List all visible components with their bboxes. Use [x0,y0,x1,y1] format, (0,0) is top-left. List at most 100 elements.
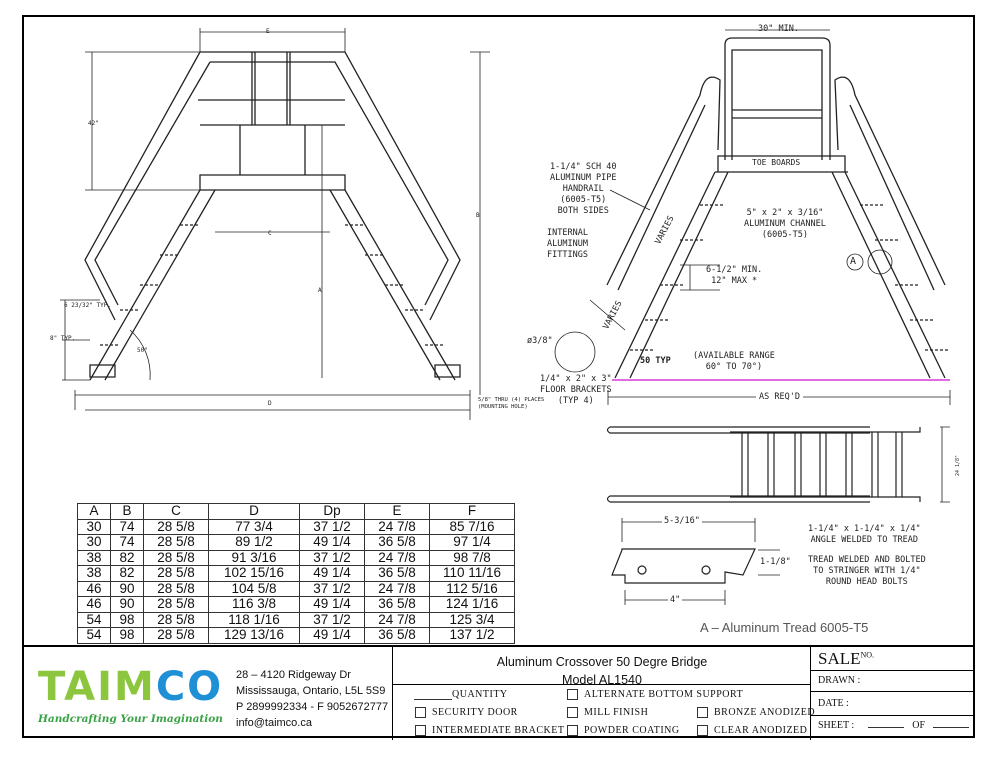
table-cell: 49 1/4 [299,596,365,613]
channel-label: 5" x 2" x 3/16"ALUMINUM CHANNEL(6005-T5) [744,208,826,241]
angle-note-line: ANGLE WELDED TO TREAD [810,535,919,545]
divider [810,691,975,692]
fittings-line: INTERNAL [547,228,588,238]
option-mill-finish[interactable]: MILL FINISH [567,707,648,718]
table-cell: 110 11/16 [429,565,515,582]
option-intermediate-bracket[interactable]: INTERMEDIATE BRACKET [415,725,565,736]
column-header: B [110,503,144,520]
table-cell: 102 15/16 [208,565,300,582]
hole-diameter-label: ø3/8" [527,336,553,346]
table-cell: 77 3/4 [208,518,300,535]
rail-height-label: 42" [88,120,99,127]
date-field[interactable]: DATE : [818,698,849,709]
table-cell: 28 5/8 [143,596,209,613]
table-cell: 24 7/8 [364,611,430,628]
table-cell: 124 1/16 [429,596,515,613]
table-cell: 89 1/2 [208,534,300,551]
option-security-door[interactable]: SECURITY DOOR [415,707,518,718]
checkbox[interactable] [697,707,708,718]
checkbox[interactable] [567,689,578,700]
table-cell: 54 [77,611,111,628]
checkbox[interactable] [415,707,426,718]
drawn-field[interactable]: DRAWN : [818,675,861,686]
sheet-field[interactable]: SHEET :OF [818,720,970,731]
address-line: 28 – 4120 Ridgeway Dr [236,669,351,681]
angle-note: 1-1/4" x 1-1/4" x 1/4"ANGLE WELDED TO TR… [808,524,921,546]
table-cell: 74 [110,534,144,551]
rise-line: 12" MAX * [711,276,758,286]
table-cell: 104 5/8 [208,580,300,597]
table-cell: 46 [77,580,111,597]
tread-detail-drawing [611,518,780,605]
plan-width-label: 24 1/8" [955,454,962,477]
option-label: BRONZE ANODIZED [714,707,816,718]
table-cell: 28 5/8 [143,518,209,535]
table-cell: 97 1/4 [429,534,515,551]
option-alternate-bottom-support[interactable]: ALTERNATE BOTTOM SUPPORT [567,689,743,700]
option-label: POWDER COATING [584,725,680,736]
drawing-title: Aluminum Crossover 50 Degre Bridge Model… [394,653,810,689]
option-powder-coating[interactable]: POWDER COATING [567,725,680,736]
toe-boards-label: TOE BOARDS [752,158,801,167]
checkbox[interactable] [567,707,578,718]
table-cell: 28 5/8 [143,534,209,551]
checkbox[interactable] [697,725,708,736]
range-line: (AVAILABLE RANGE [693,351,775,361]
range-line: 60° TO 70°) [705,362,763,372]
table-cell: 90 [110,580,144,597]
divider [810,647,811,740]
company-address: 28 – 4120 Ridgeway Dr Mississauga, Ontar… [236,667,388,731]
option-clear-anodized[interactable]: CLEAR ANODIZED [697,725,807,736]
table-cell: 30 [77,518,111,535]
drawing-frame [22,15,975,738]
table-cell: 28 5/8 [143,549,209,566]
option-label: MILL FINISH [584,707,649,718]
table-cell: 82 [110,565,144,582]
dim-d-label: D [268,400,272,407]
phone-line: P 2899992334 - F 9052672777 [236,701,389,713]
tread-depth-label: 6 23/32" TYP. [64,302,111,309]
table-cell: 98 7/8 [429,549,515,566]
sale-no-field: SALENO. [818,649,874,669]
option-label: INTERMEDIATE BRACKET [432,725,565,736]
checkbox[interactable] [567,725,578,736]
floor-brackets-label: 1/4" x 2" x 3"FLOOR BRACKETS(TYP 4) [540,374,612,407]
rise-label: 8" TYP. [50,335,76,342]
title-line: Aluminum Crossover 50 Degre Bridge [496,655,708,669]
checkbox[interactable] [415,725,426,736]
column-header: Dp [299,503,365,520]
bolt-note-line: ROUND HEAD BOLTS [825,577,908,587]
table-cell: 36 5/8 [364,534,430,551]
mounting-hole-note: (MOUNTING HOLE) [478,404,528,410]
column-header: E [364,503,430,520]
right-elevation-drawing [554,29,951,405]
handrail-line: BOTH SIDES [557,206,609,216]
option-label: ALTERNATE BOTTOM SUPPORT [584,689,744,700]
mounting-hole-text: 5/8" THRU (4) PLACES [478,397,545,403]
tread-depth-dim-label: 4" [668,595,683,606]
divider [392,684,810,685]
channel-line: ALUMINUM CHANNEL [744,219,826,229]
table-cell: 36 5/8 [364,596,430,613]
logo-tagline: Handcrafting Your Imagination [38,713,223,725]
dim-e-label: E [266,28,270,35]
brackets-line: (TYP 4) [557,396,594,406]
table-cell: 28 5/8 [143,627,209,644]
column-header: C [143,503,209,520]
table-cell: 36 5/8 [364,627,430,644]
tread-width-label: 5-3/16" [662,516,702,527]
quantity-field[interactable]: QUANTITY [414,689,508,700]
table-cell: 38 [77,549,111,566]
option-label: CLEAR ANODIZED [714,725,808,736]
logo-text-blue: CO [155,664,224,710]
table-cell: 82 [110,549,144,566]
option-bronze-anodized[interactable]: BRONZE ANODIZED [697,707,815,718]
table-cell: 37 1/2 [299,580,365,597]
min-width-label: 30" MIN. [758,24,799,34]
